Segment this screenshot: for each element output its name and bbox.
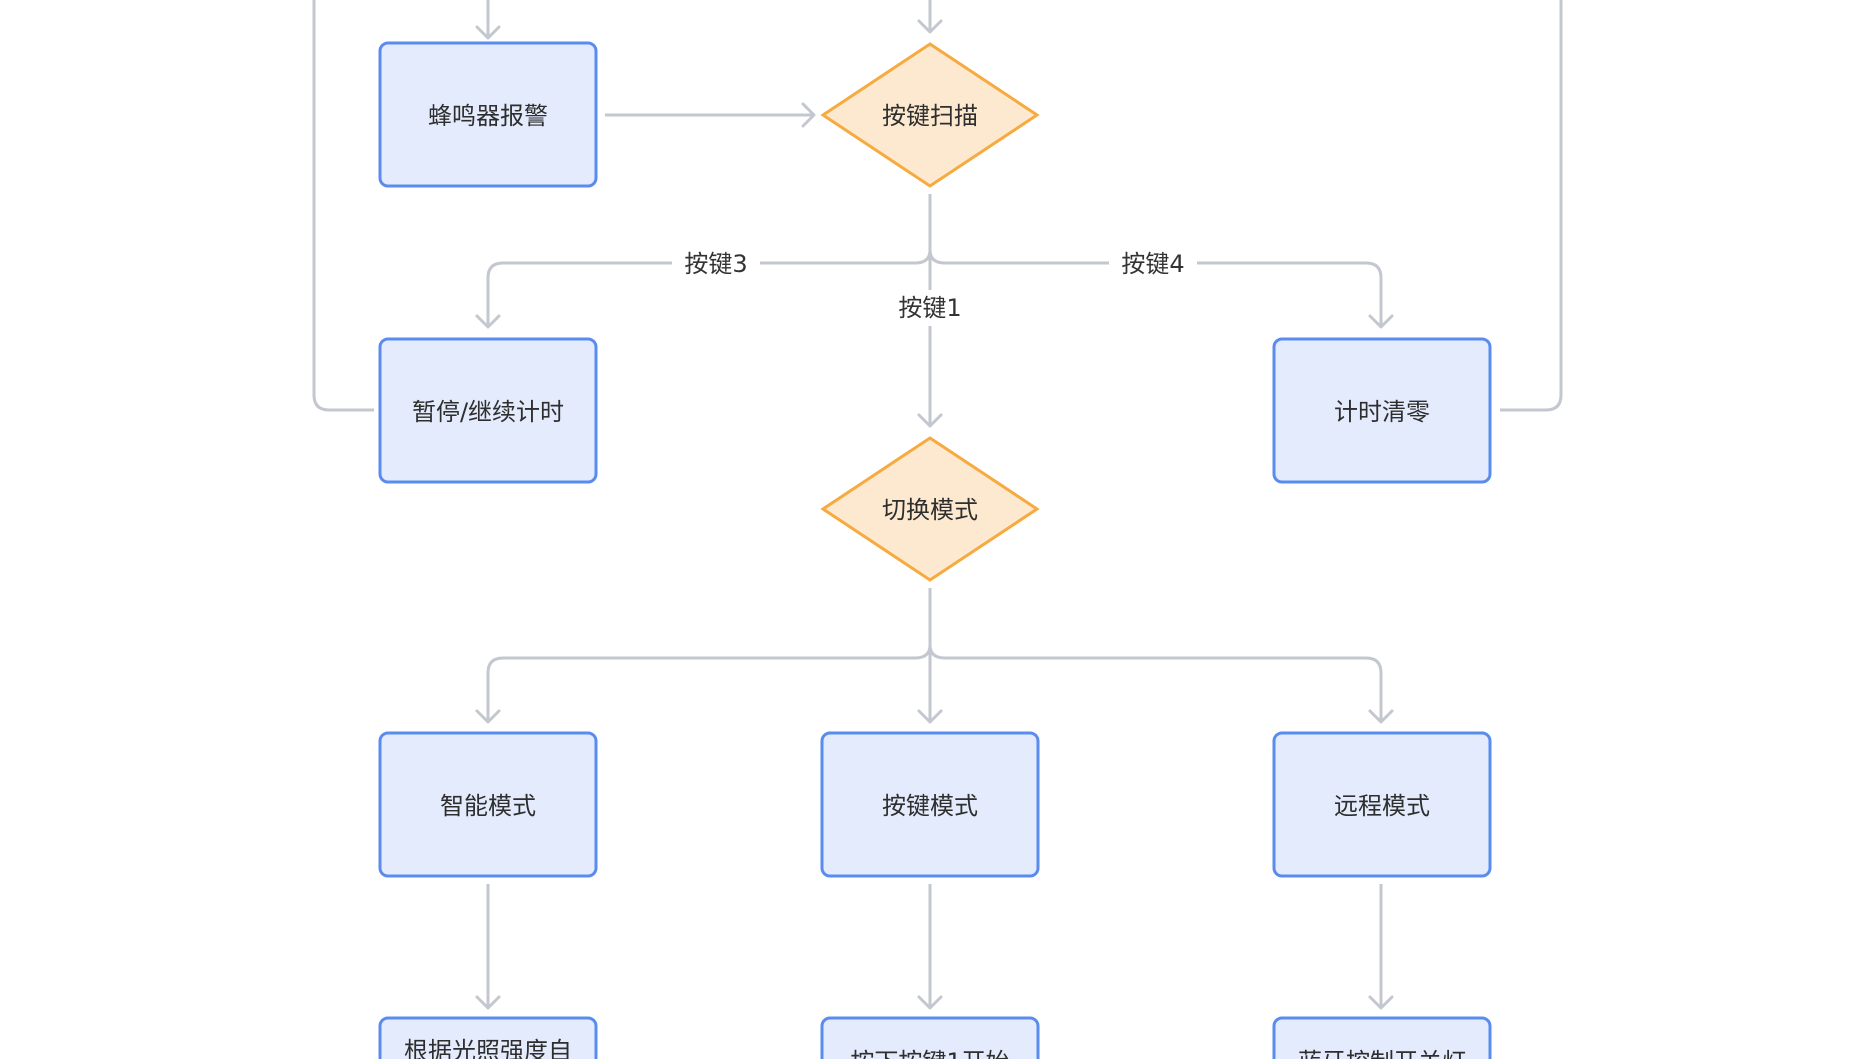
- node-remote-action-label: 蓝牙控制开关灯: [1298, 1048, 1466, 1059]
- key1-label-bg: [886, 290, 974, 326]
- node-key-scan-shape: [820, 42, 1040, 188]
- node-switch-mode[interactable]: 切换模式: [820, 436, 1040, 582]
- edge-to-remote-mode: [928, 644, 1383, 722]
- edge-label-key1: 按键1: [898, 294, 961, 322]
- arrowhead-into-switch-mode: [917, 413, 943, 428]
- node-timer-reset[interactable]: 计时清零: [1272, 337, 1492, 484]
- edge-to-smart-mode: [486, 644, 932, 722]
- node-remote-action[interactable]: 蓝牙控制开关灯: [1272, 1016, 1492, 1059]
- edge-key3-branch: [486, 249, 932, 327]
- node-buzzer[interactable]: 蜂鸣器报警: [378, 41, 598, 188]
- node-key-scan-label: 按键扫描: [882, 102, 978, 130]
- arrowhead-into-key-scan: [917, 19, 943, 34]
- edge-label-key3: 按键3: [684, 250, 747, 278]
- node-smart-mode[interactable]: 智能模式: [378, 731, 598, 878]
- edge-label-key4: 按键4: [1121, 250, 1184, 278]
- node-remote-mode[interactable]: 远程模式: [1272, 731, 1492, 878]
- node-pause-resume-label: 暂停/继续计时: [412, 398, 564, 426]
- arrowhead-into-smart-action: [475, 995, 501, 1010]
- node-key-action[interactable]: 按下按键1开始: [820, 1016, 1040, 1059]
- node-switch-mode-label: 切换模式: [882, 496, 978, 524]
- arrowhead-buzzer-to-key-scan: [801, 102, 816, 128]
- node-timer-reset-box: [1272, 337, 1492, 484]
- node-remote-mode-box: [1272, 731, 1492, 878]
- node-pause-resume[interactable]: 暂停/继续计时: [378, 337, 598, 484]
- arrowhead-into-remote-action: [1368, 995, 1394, 1010]
- node-buzzer-label: 蜂鸣器报警: [428, 102, 548, 130]
- node-key-action-label: 按下按键1开始: [850, 1048, 1009, 1059]
- arrowhead-into-buzzer: [475, 25, 501, 40]
- arrowhead-into-smart-mode: [475, 709, 501, 724]
- node-timer-reset-label: 计时清零: [1334, 398, 1430, 426]
- node-smart-action-label: 根据光照强度自: [404, 1037, 572, 1059]
- arrowhead-into-remote-mode: [1368, 709, 1394, 724]
- arrowhead-into-key-action: [917, 995, 943, 1010]
- key4-label-bg: [1109, 245, 1197, 281]
- node-smart-mode-box: [378, 731, 598, 878]
- connectors: [312, 0, 1563, 1010]
- key3-label-bg: [672, 245, 760, 281]
- edge-labels: 按键3 按键4 按键1: [672, 245, 1197, 326]
- arrowhead-into-key-mode: [917, 709, 943, 724]
- node-key-mode[interactable]: 按键模式: [820, 731, 1040, 878]
- node-smart-action-box: [378, 1016, 598, 1059]
- edge-left-loop: [312, 0, 374, 412]
- node-smart-mode-label: 智能模式: [440, 792, 536, 820]
- arrowhead-into-pause: [475, 314, 501, 329]
- node-remote-action-box: [1272, 1016, 1492, 1059]
- arrowhead-into-timer-reset: [1368, 314, 1394, 329]
- node-buzzer-box: [378, 41, 598, 188]
- edge-key4-branch: [928, 249, 1383, 327]
- node-pause-resume-box: [378, 337, 598, 484]
- nodes: 蜂鸣器报警 按键扫描 暂停/继续计时 计时清零 切换模式 智能模式: [378, 41, 1492, 1059]
- node-switch-mode-shape: [820, 436, 1040, 582]
- node-key-mode-box: [820, 731, 1040, 878]
- node-remote-mode-label: 远程模式: [1334, 792, 1430, 820]
- node-key-action-box: [820, 1016, 1040, 1059]
- node-key-scan[interactable]: 按键扫描: [820, 42, 1040, 188]
- node-smart-action[interactable]: 根据光照强度自: [378, 1016, 598, 1059]
- edge-right-loop: [1500, 0, 1563, 412]
- node-key-mode-label: 按键模式: [882, 792, 978, 820]
